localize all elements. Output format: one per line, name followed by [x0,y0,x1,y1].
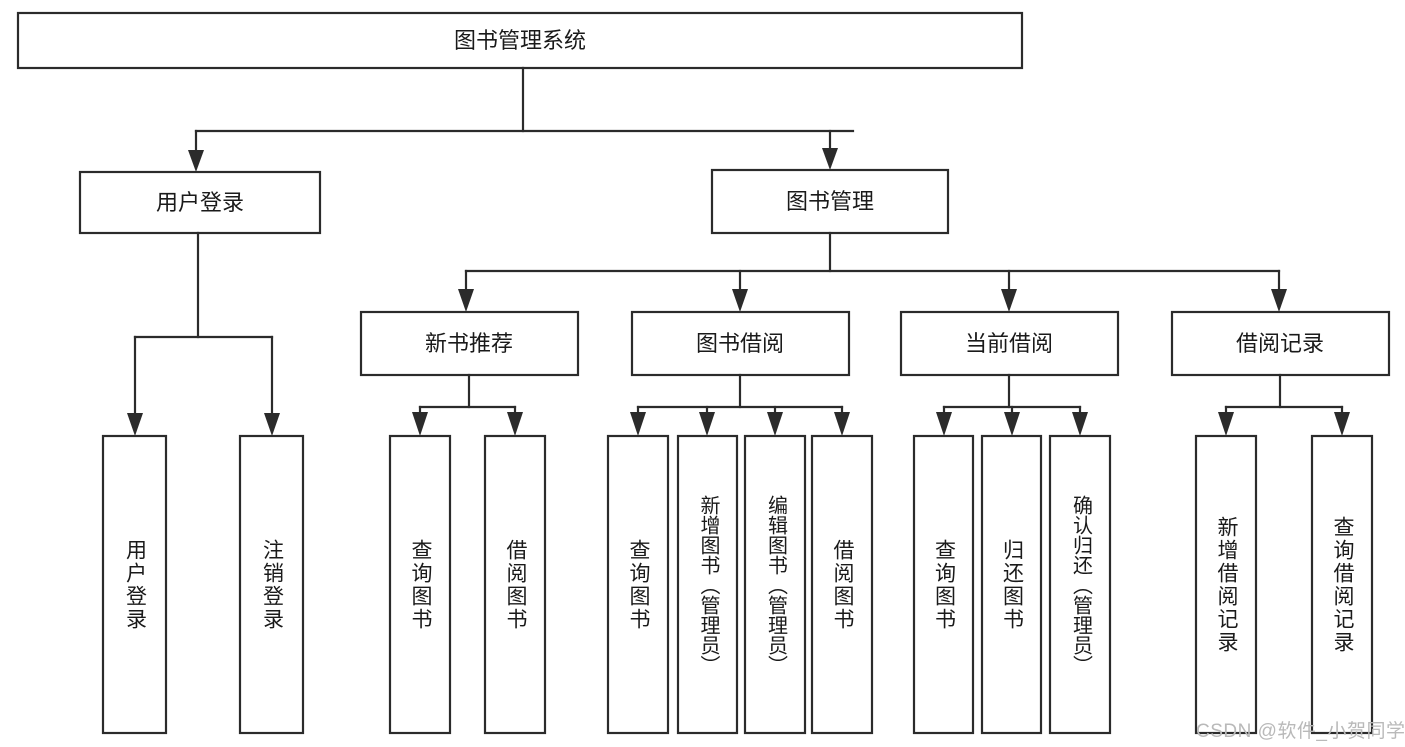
root-box[interactable] [16,11,1024,70]
user-login-box[interactable] [78,170,322,235]
book-management-label: 图书管理 [786,189,874,214]
arrowhead-leaf-user-login [127,413,143,436]
node-book-borrow[interactable]: 图书借阅 [630,310,851,377]
arrowhead-bb-2 [699,412,715,436]
connector-book-borrow-to-leaves [630,373,850,436]
leaf-box[interactable] [101,434,168,735]
node-root[interactable]: 图书管理系统 [16,11,1024,70]
arrowhead-br-2 [1334,412,1350,436]
leaf-box[interactable] [606,434,670,735]
watermark-text: CSDN @软件_小贺同学 [1196,721,1405,742]
leaf-box[interactable] [1310,434,1374,735]
current-borrow-label: 当前借阅 [965,331,1053,356]
leaf-box[interactable] [1194,434,1258,735]
arrowhead-cb-2 [1004,412,1020,436]
connector-borrow-record-to-leaves [1218,373,1350,436]
leaf-box[interactable] [810,434,874,735]
connector-book-mgmt-to-level3 [458,231,1287,312]
root-label: 图书管理系统 [454,28,586,53]
connector-current-borrow-to-leaves [936,373,1088,436]
leaf-box[interactable] [483,434,547,735]
arrowhead-book-borrow [732,289,748,312]
leaf-box[interactable] [980,434,1043,735]
borrow-record-box[interactable] [1170,310,1391,377]
arrowhead-bb-4 [834,412,850,436]
leaf-box-group [101,434,1374,735]
arrowhead-nbr-1 [412,412,428,436]
current-borrow-box[interactable] [899,310,1120,377]
leaf-box[interactable] [912,434,975,735]
arrowhead-br-1 [1218,412,1234,436]
arrowhead-user-login [188,150,204,172]
arrowhead-bb-3 [767,412,783,436]
node-borrow-record[interactable]: 借阅记录 [1170,310,1391,377]
connector-new-book-rec-to-leaves [412,373,523,436]
arrowhead-book-mgmt [822,148,838,170]
book-borrow-label: 图书借阅 [696,331,784,356]
arrowhead-bb-1 [630,412,646,436]
borrow-record-label: 借阅记录 [1236,331,1324,356]
leaf-box[interactable] [676,434,739,735]
arrowhead-leaf-logout [264,413,280,436]
new-book-recommend-box[interactable] [359,310,580,377]
connector-user-login-to-leaves [127,231,280,436]
node-user-login[interactable]: 用户登录 [78,170,322,235]
arrowhead-cb-1 [936,412,952,436]
node-new-book-recommend[interactable]: 新书推荐 [359,310,580,377]
arrowhead-cb-3 [1072,412,1088,436]
connector-root-to-level2 [188,66,855,172]
arrowhead-nbr-2 [507,412,523,436]
leaf-box[interactable] [1048,434,1112,735]
leaf-box[interactable] [388,434,452,735]
arrowhead-borrow-record [1271,289,1287,312]
arrowhead-current-borrow [1001,289,1017,312]
arrowhead-new-book-rec [458,289,474,312]
leaf-box[interactable] [238,434,305,735]
book-borrow-box[interactable] [630,310,851,377]
user-login-label: 用户登录 [156,190,244,215]
book-management-box[interactable] [710,168,950,235]
node-current-borrow[interactable]: 当前借阅 [899,310,1120,377]
new-book-recommend-label: 新书推荐 [425,331,513,356]
leaf-box[interactable] [743,434,807,735]
node-book-management[interactable]: 图书管理 [710,168,950,235]
